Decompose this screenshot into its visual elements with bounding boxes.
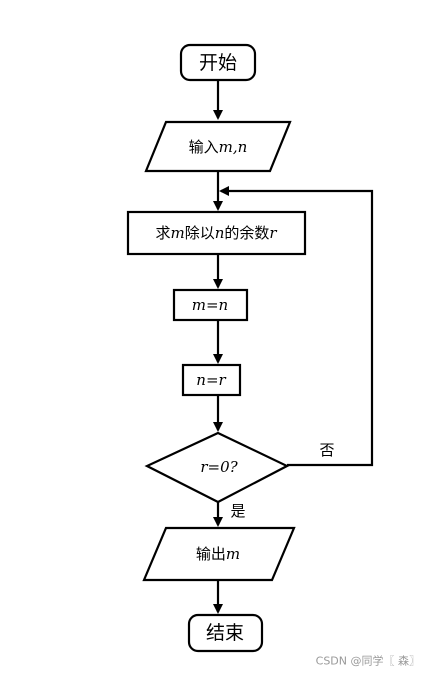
assign-n-label: n=r xyxy=(196,371,226,389)
assign-n-box xyxy=(181,363,242,397)
output-parallelogram xyxy=(142,526,296,582)
condition-label: r=0? xyxy=(200,458,238,476)
condition-diamond xyxy=(144,431,290,504)
assign-m-box xyxy=(172,288,249,322)
yes-branch-label: 是 xyxy=(230,502,245,520)
end-label: 结束 xyxy=(206,622,244,644)
loop-back-arrow xyxy=(219,186,374,467)
start-label: 开始 xyxy=(199,52,237,74)
output-label: 输出m xyxy=(196,545,240,563)
input-label: 输入m,n xyxy=(189,138,248,156)
input-vars: m,n xyxy=(219,138,248,156)
compute-label: 求m除以n的余数r xyxy=(155,224,277,242)
compute-remainder-box xyxy=(126,210,307,256)
csdn-watermark: CSDN @同学〖 森〗 xyxy=(316,654,420,668)
input-prefix: 输入 xyxy=(189,138,219,156)
start-terminal xyxy=(179,43,257,82)
end-terminal xyxy=(187,613,264,653)
input-parallelogram xyxy=(144,120,292,173)
no-branch-label: 否 xyxy=(319,441,334,459)
assign-m-label: m=n xyxy=(192,296,228,314)
